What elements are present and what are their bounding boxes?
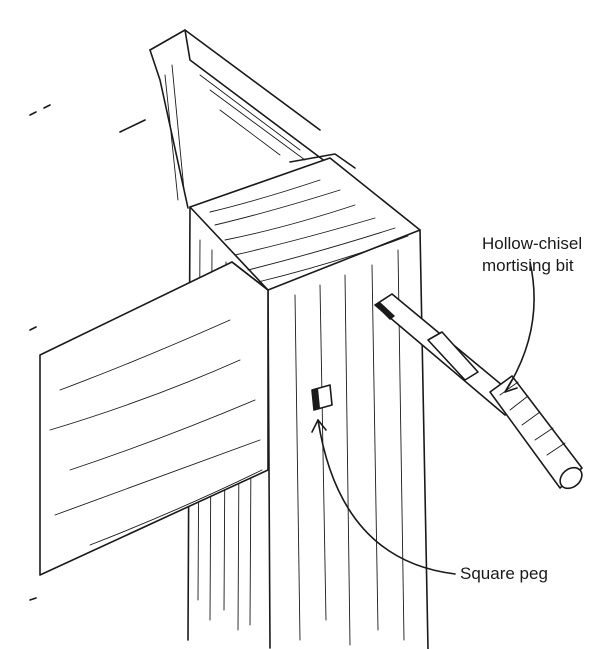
lower-rail (29, 261, 269, 601)
square-peg (311, 384, 333, 411)
leader-lines (311, 261, 535, 575)
peg-callout-label: Square peg (460, 564, 548, 583)
mortising-bit (374, 293, 583, 490)
upper-rail (29, 29, 331, 209)
bit-callout-line1: Hollow-chisel (482, 234, 583, 253)
peg-leader-arrowhead (311, 419, 327, 433)
bit-leader-line (504, 261, 535, 393)
bit-leader-arrowhead (504, 379, 518, 393)
post-top-face (189, 153, 421, 291)
bit-callout-line2: mortising bit (482, 256, 574, 275)
bit-callout-label: Hollow-chisel mortising bit (482, 233, 582, 277)
peg-leader-line (317, 419, 456, 575)
